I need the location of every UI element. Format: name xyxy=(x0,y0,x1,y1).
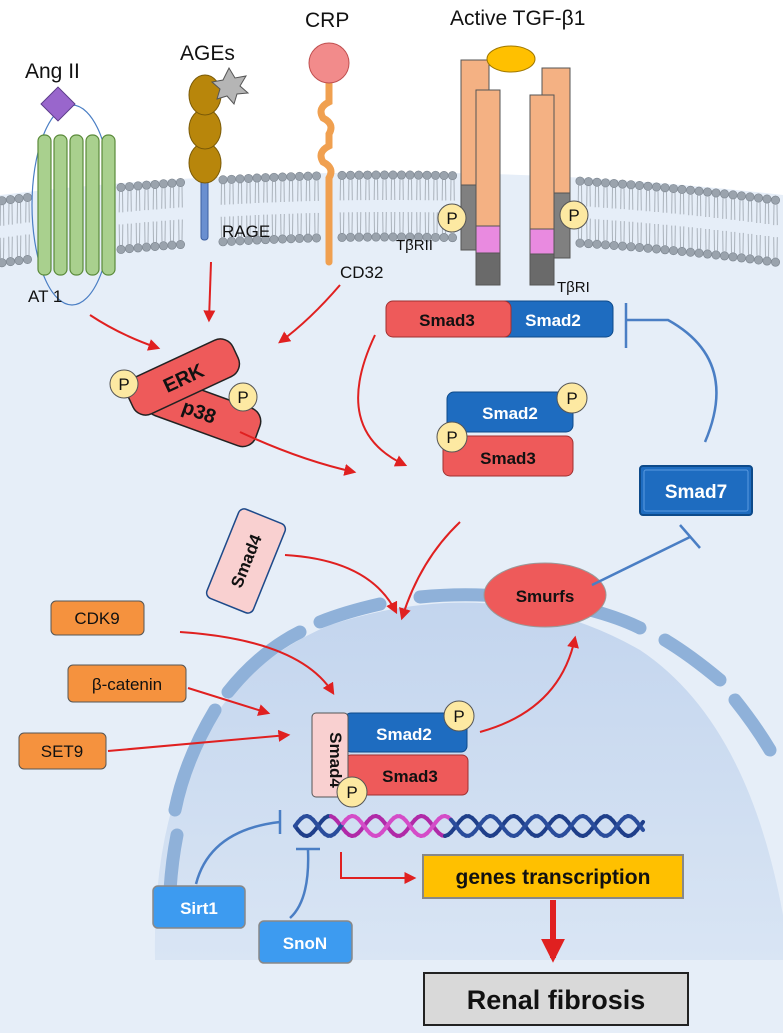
svg-text:Sirt1: Sirt1 xyxy=(180,899,218,918)
svg-text:P: P xyxy=(566,389,577,408)
svg-text:Smad2: Smad2 xyxy=(525,311,581,330)
inhibit-smad7-to-receptor xyxy=(626,318,718,443)
ages-label: AGEs xyxy=(180,42,235,65)
svg-text:P: P xyxy=(237,388,248,407)
ang2-ligand xyxy=(40,86,76,122)
nuclear-smad-complex: Smad4 Smad2 Smad3 P P xyxy=(311,700,475,808)
erk-p38-complex: p38 ERK P P xyxy=(109,338,262,448)
arrow-dna-to-transcription xyxy=(340,852,417,884)
arrow-rage-to-erk xyxy=(203,261,216,323)
cd32-receptor xyxy=(317,79,335,266)
tbr1-label: TβRI xyxy=(557,279,590,296)
svg-text:P: P xyxy=(446,428,457,447)
inhibit-sirt1-to-dna xyxy=(194,820,281,885)
svg-text:P: P xyxy=(453,707,464,726)
svg-text:Smad3: Smad3 xyxy=(419,311,475,330)
phospho-site-tbr2-left: P xyxy=(437,203,467,233)
ages-ligand-star xyxy=(210,66,250,106)
phospho-site-tbr2-right: P xyxy=(559,200,589,230)
nuclear-envelope xyxy=(163,588,777,897)
arrow-set9-to-complex xyxy=(107,729,291,752)
at1-receptor xyxy=(31,104,116,306)
svg-text:Smad2: Smad2 xyxy=(376,725,432,744)
renal-fibrosis-box: Renal fibrosis xyxy=(423,972,689,1026)
arrow-at1-to-erk xyxy=(89,314,161,351)
svg-text:Smad3: Smad3 xyxy=(480,449,536,468)
genes-transcription-box: genes transcription xyxy=(422,854,684,899)
svg-text:SET9: SET9 xyxy=(41,742,84,761)
tgf-receptor-complex xyxy=(460,59,571,286)
crp-ligand xyxy=(308,42,350,84)
rage-label: RAGE xyxy=(222,222,270,241)
cd32-label: CD32 xyxy=(340,263,383,282)
svg-text:Smad7: Smad7 xyxy=(665,482,727,503)
smad4-cytoplasm: Smad4 xyxy=(205,508,287,614)
arrow-cdk9-to-complex xyxy=(179,631,335,696)
cell-membrane xyxy=(0,170,780,268)
svg-text:Smad4: Smad4 xyxy=(326,732,345,788)
smad3-smad2-receptor-complex: Smad3 Smad2 xyxy=(385,300,614,338)
svg-text:SnoN: SnoN xyxy=(283,934,327,953)
arrow-p38-to-nucleus xyxy=(239,431,357,476)
ang2-label: Ang II xyxy=(25,60,80,83)
svg-text:CDK9: CDK9 xyxy=(74,609,119,628)
svg-text:P: P xyxy=(346,783,357,802)
psmad2-psmad3-cytoplasm: Smad2 Smad3 P P xyxy=(436,382,588,477)
cdk9-box: CDK9 xyxy=(50,600,145,636)
svg-text:Smad2: Smad2 xyxy=(482,404,538,423)
smad7-box: Smad7 xyxy=(639,465,753,516)
svg-text:Renal fibrosis: Renal fibrosis xyxy=(467,985,646,1015)
sirt1-box: Sirt1 xyxy=(152,885,246,929)
inhibit-snon-to-dna xyxy=(289,849,310,919)
svg-text:Smurfs: Smurfs xyxy=(516,587,575,606)
inhibition-lines xyxy=(194,303,718,919)
crp-label: CRP xyxy=(305,9,349,32)
at1-label: AT 1 xyxy=(28,287,62,306)
bcatenin-box: β-catenin xyxy=(67,664,187,703)
arrow-smad4-to-nucleus xyxy=(284,554,398,615)
arrow-psmad-to-nucleus xyxy=(399,521,461,621)
arrow-bcatenin-to-complex xyxy=(187,687,271,716)
tgf-label: Active TGF-β1 xyxy=(450,7,585,30)
svg-text:P: P xyxy=(118,375,129,394)
svg-text:Smad3: Smad3 xyxy=(382,767,438,786)
inhibit-smurfs-to-smad7 xyxy=(591,535,691,587)
tgf-ligand xyxy=(486,45,536,73)
svg-text:genes transcription: genes transcription xyxy=(456,866,651,889)
rage-receptor xyxy=(188,74,222,241)
svg-text:P: P xyxy=(568,206,579,225)
dna-helix xyxy=(293,814,645,838)
arrow-cd32-to-p38 xyxy=(278,284,341,344)
set9-box: SET9 xyxy=(18,732,107,770)
arrow-complex-to-smurfs xyxy=(479,635,579,733)
svg-text:P: P xyxy=(446,209,457,228)
snon-box: SnoN xyxy=(258,920,353,964)
activation-arrows xyxy=(89,261,579,884)
tbr2-label: TβRII xyxy=(396,237,433,254)
smurfs-ellipse: Smurfs xyxy=(483,562,607,628)
arrow-smad-to-psmad xyxy=(357,334,408,467)
svg-text:β-catenin: β-catenin xyxy=(92,675,162,694)
